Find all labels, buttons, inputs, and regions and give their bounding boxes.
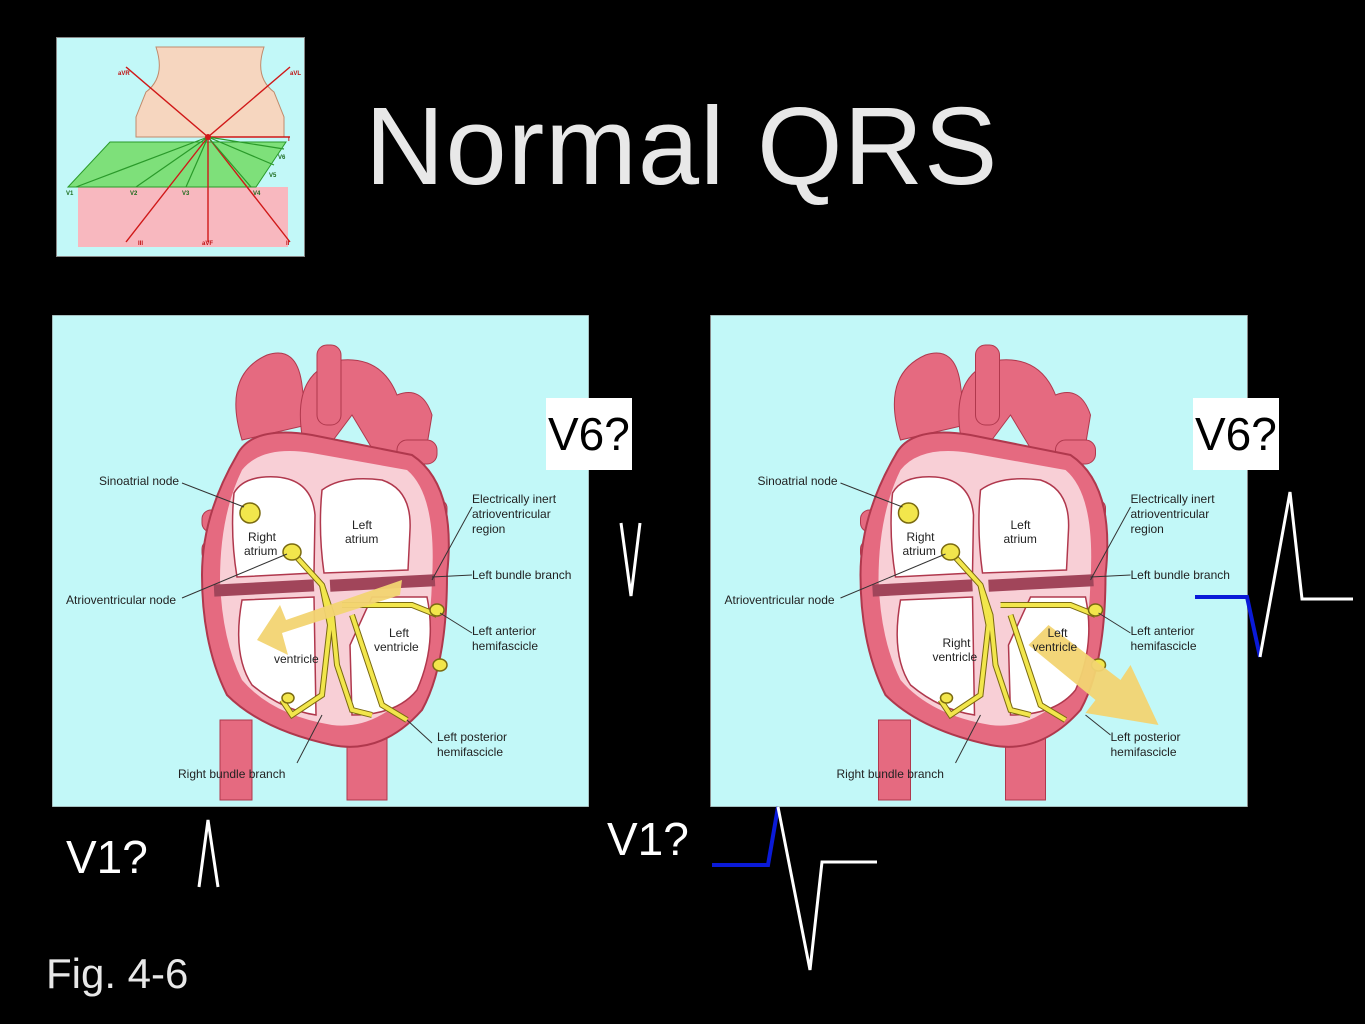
ecg-trace-v1-right-qrs bbox=[776, 806, 877, 971]
label-left-ventricle-2: ventricle bbox=[1033, 640, 1078, 654]
ecg-trace-v6-left bbox=[619, 522, 642, 597]
v1-label-left: V1? bbox=[66, 831, 148, 883]
label-right-bundle: Right bundle branch bbox=[178, 767, 285, 781]
label-sinoatrial-node: Sinoatrial node bbox=[99, 474, 179, 488]
heart-panel-left: Sinoatrial node Right atrium Left atrium… bbox=[52, 315, 589, 807]
lead-label-avr: aVR bbox=[118, 71, 130, 77]
ecg-trace-v6-right-qrs bbox=[1258, 491, 1353, 658]
label-av-node: Atrioventricular node bbox=[725, 593, 835, 607]
label-left-atrium-1: Left bbox=[1011, 518, 1032, 532]
label-left-posterior-1: Left posterior bbox=[437, 730, 507, 744]
page-title: Normal QRS bbox=[365, 85, 999, 208]
label-left-ventricle-1: Left bbox=[1048, 626, 1069, 640]
label-left-bundle: Left bundle branch bbox=[472, 568, 571, 582]
label-right-atrium-1: Right bbox=[907, 530, 936, 544]
heart-panel-right: Sinoatrial node Right atrium Left atrium… bbox=[710, 315, 1248, 807]
lead-label-ii: II bbox=[286, 241, 290, 247]
label-left-atrium-2: atrium bbox=[345, 532, 378, 546]
lead-label-avl: aVL bbox=[290, 71, 301, 77]
figure-reference: Fig. 4-6 bbox=[46, 950, 189, 997]
label-left-anterior-2: hemifascicle bbox=[1131, 639, 1197, 653]
label-inert-2: atrioventricular bbox=[1131, 507, 1210, 521]
label-inert-1: Electrically inert bbox=[1131, 492, 1216, 506]
horizontal-plane bbox=[66, 141, 287, 188]
label-left-anterior-1: Left anterior bbox=[472, 624, 536, 638]
v1-label-right: V1? bbox=[607, 813, 689, 865]
label-left-bundle: Left bundle branch bbox=[1131, 568, 1230, 582]
lead-label-iii: III bbox=[138, 241, 143, 247]
depolarization-arrow-right bbox=[1028, 625, 1159, 725]
label-right-atrium-2: atrium bbox=[244, 544, 277, 558]
label-right-ventricle: ventricle bbox=[274, 652, 319, 666]
label-left-posterior-2: hemifascicle bbox=[1111, 745, 1177, 759]
lead-label-v6: V6 bbox=[278, 155, 286, 161]
label-inert-3: region bbox=[1131, 522, 1164, 536]
label-left-atrium-1: Left bbox=[352, 518, 373, 532]
label-left-ventricle-1: Left bbox=[389, 626, 410, 640]
lead-label-v5: V5 bbox=[269, 173, 277, 179]
lead-label-v3: V3 bbox=[182, 191, 190, 197]
label-inert-2: atrioventricular bbox=[472, 507, 551, 521]
label-av-node: Atrioventricular node bbox=[66, 593, 176, 607]
depolarization-arrow-left bbox=[257, 580, 402, 655]
label-right-ventricle-2: ventricle bbox=[933, 650, 978, 664]
lead-axis-diagram: aVR aVL I III aVF II V1 V2 V3 V4 V5 V6 bbox=[56, 37, 305, 257]
lead-label-v2: V2 bbox=[130, 191, 138, 197]
v6-label-right: V6? bbox=[1193, 398, 1279, 470]
ecg-trace-v1-right-baseline bbox=[712, 806, 780, 867]
lead-label-v1: V1 bbox=[66, 191, 74, 197]
label-left-atrium-2: atrium bbox=[1004, 532, 1037, 546]
ecg-trace-v1-left bbox=[197, 819, 220, 888]
label-left-posterior-2: hemifascicle bbox=[437, 745, 503, 759]
label-left-anterior-2: hemifascicle bbox=[472, 639, 538, 653]
label-left-anterior-1: Left anterior bbox=[1131, 624, 1195, 638]
lead-label-avf: aVF bbox=[202, 241, 213, 247]
label-right-bundle: Right bundle branch bbox=[837, 767, 944, 781]
label-inert-3: region bbox=[472, 522, 505, 536]
label-left-posterior-1: Left posterior bbox=[1111, 730, 1181, 744]
lead-label-i: I bbox=[288, 137, 290, 143]
label-right-atrium-1: Right bbox=[248, 530, 277, 544]
label-left-ventricle-2: ventricle bbox=[374, 640, 419, 654]
v6-label-left: V6? bbox=[546, 398, 632, 470]
label-sinoatrial-node: Sinoatrial node bbox=[758, 474, 838, 488]
lead-label-v4: V4 bbox=[253, 191, 261, 197]
label-inert-1: Electrically inert bbox=[472, 492, 557, 506]
label-right-ventricle-1: Right bbox=[943, 636, 972, 650]
label-right-atrium-2: atrium bbox=[903, 544, 936, 558]
